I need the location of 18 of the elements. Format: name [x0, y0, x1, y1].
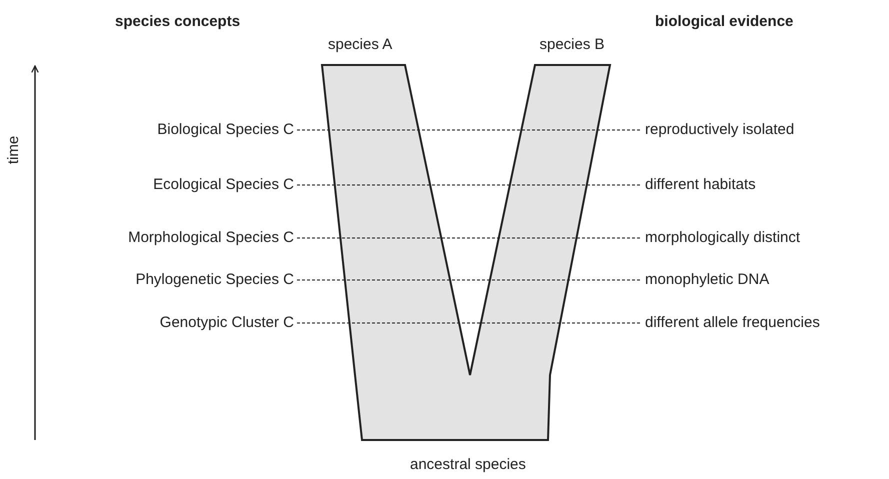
concept-label: Morphological Species C: [128, 229, 294, 247]
axis-label: time: [5, 136, 24, 164]
evidence-label: morphologically distinct: [645, 229, 800, 247]
evidence-label: different habitats: [645, 176, 756, 194]
evidence-label: different allele frequencies: [645, 314, 820, 332]
concept-label: Biological Species C: [157, 121, 294, 139]
dashed-connector: [296, 184, 642, 186]
species-label: species A: [328, 36, 392, 54]
concept-label: Ecological Species C: [153, 176, 294, 194]
concept-label: Phylogenetic Species C: [136, 271, 294, 289]
column-heading: species concepts: [115, 13, 240, 31]
column-heading: biological evidence: [655, 13, 794, 31]
dashed-connector: [296, 322, 642, 324]
concept-label: Genotypic Cluster C: [160, 314, 294, 332]
evidence-label: monophyletic DNA: [645, 271, 770, 289]
species-label: ancestral species: [410, 456, 526, 474]
evidence-label: reproductively isolated: [645, 121, 794, 139]
species-label: species B: [540, 36, 605, 54]
